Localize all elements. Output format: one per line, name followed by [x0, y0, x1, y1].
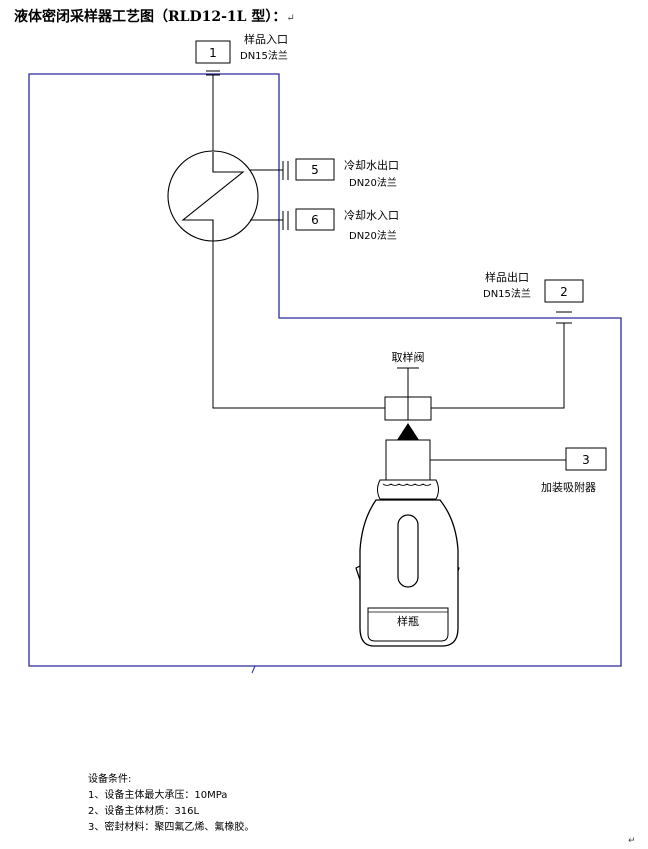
sampling-valve: 取样阀 [384, 350, 432, 440]
port-1-sample-inlet: 1 样品入口 DN15法兰 [195, 32, 288, 76]
port-name: 冷却水入口 [344, 209, 399, 222]
port-6-cooling-water-inlet: 6 冷却水入口 DN20法兰 [295, 208, 399, 242]
exchanger-to-valve-pipe [212, 240, 385, 409]
condition-item: 1、设备主体最大承压：10MPa [88, 790, 228, 801]
cap-thread [377, 479, 439, 500]
port-number: 5 [311, 163, 319, 177]
port-number-box [295, 158, 335, 181]
port-name: 冷却水出口 [344, 158, 399, 172]
condition-item: 3、密封材料：聚四氟乙烯、氟橡胶。 [88, 822, 255, 833]
port-number: 6 [311, 213, 319, 227]
port-number: 2 [560, 285, 568, 299]
port-spec: DN20法兰 [349, 229, 397, 242]
port-name: 样品出口 [485, 270, 529, 284]
heat-exchanger [167, 150, 259, 242]
port-3-adsorber: 3 加装吸附器 [541, 447, 607, 494]
bottle-label: 样瓶 [397, 614, 419, 628]
document-title: 液体密闭采样器工艺图（RLD12-1L 型）：↵ [14, 6, 295, 26]
sample-bottle: 样瓶 [355, 499, 460, 647]
port-number: 3 [582, 453, 590, 467]
equipment-conditions: 设备条件: 1、设备主体最大承压：10MPa 2、设备主体材质：316L 3、密… [88, 772, 254, 836]
port-name: 加装吸附器 [541, 480, 596, 494]
bottle-base [367, 607, 449, 642]
conditions-heading: 设备条件: [88, 774, 132, 785]
valve-label: 取样阀 [392, 350, 425, 364]
port-name: 样品入口 [244, 32, 288, 46]
bottle-window [397, 514, 419, 588]
condition-item: 2、设备主体材质：316L [88, 806, 200, 817]
title-text: 液体密闭采样器工艺图（RLD12-1L 型）： [14, 9, 287, 25]
bottle-cap-assembly [377, 439, 566, 500]
port-number-box [544, 279, 584, 303]
port-number: 1 [209, 46, 217, 60]
cap-thread-texture [382, 483, 432, 486]
port-number-box [195, 40, 231, 64]
frame-tick [251, 665, 256, 674]
port-spec: DN15法兰 [240, 49, 288, 62]
port-5-cooling-water-outlet: 5 冷却水出口 DN20法兰 [295, 158, 399, 189]
valve-to-outlet-pipe [431, 323, 565, 409]
heat-exchanger-coil [181, 152, 245, 240]
port-number-box [565, 447, 607, 471]
port-spec: DN15法兰 [483, 287, 531, 300]
port-number-box [295, 208, 335, 231]
port-spec: DN20法兰 [349, 176, 397, 189]
cap-connector [385, 439, 431, 481]
valve-nozzle [397, 423, 419, 440]
paragraph-mark: ↵ [286, 13, 295, 24]
enclosure-frame [28, 73, 622, 667]
port-2-sample-outlet: 样品出口 DN15法兰 2 [483, 270, 584, 324]
paragraph-mark: ↵ [628, 836, 636, 846]
